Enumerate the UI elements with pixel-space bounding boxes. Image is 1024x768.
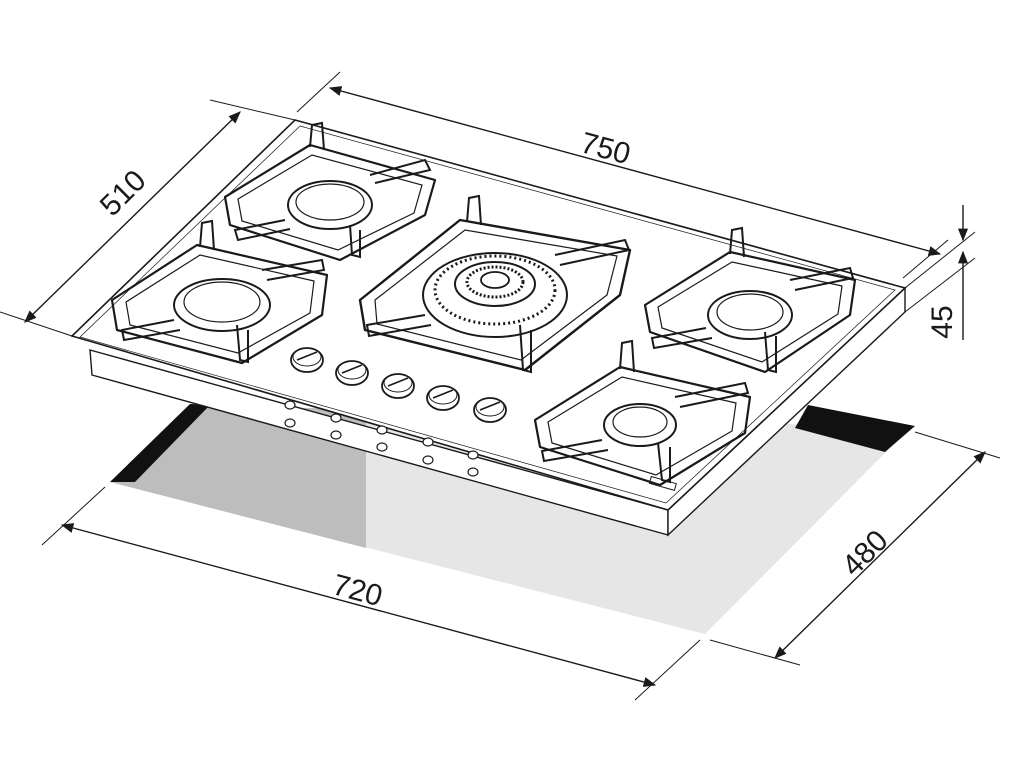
cutout-right-edge-dark [795, 405, 915, 452]
burner-cap-rear-left [287, 180, 373, 230]
knob-5[interactable] [473, 397, 507, 423]
cutout-left-edge-dark [110, 404, 210, 482]
dimension-height-45: 45 [904, 205, 976, 340]
burner-cap-center-wok [480, 271, 510, 289]
dimension-label-480: 480 [836, 524, 895, 583]
burner-front-right [533, 339, 752, 487]
brand-logo-mark [648, 475, 677, 492]
dimension-label-45: 45 [926, 305, 959, 338]
knob-2[interactable] [335, 360, 369, 386]
dimension-label-510: 510 [94, 164, 153, 223]
burner-cap-front-left [173, 278, 271, 332]
dimension-line-480 [774, 451, 986, 659]
burner-cap-rear-right [707, 290, 793, 340]
dimension-cutout-width-720: 720 [41, 486, 701, 701]
dimension-label-750: 750 [577, 126, 634, 171]
dimension-line-510 [24, 111, 241, 323]
knob-3[interactable] [381, 373, 415, 399]
knob-1[interactable] [290, 347, 324, 373]
knob-shafts-underside [284, 400, 479, 477]
knob-4[interactable] [426, 385, 460, 411]
dimension-label-720: 720 [329, 568, 386, 613]
dimension-line-720 [60, 523, 657, 687]
burner-cap-front-right [603, 403, 677, 447]
dimension-line-750 [328, 86, 942, 256]
control-knobs [290, 347, 507, 423]
